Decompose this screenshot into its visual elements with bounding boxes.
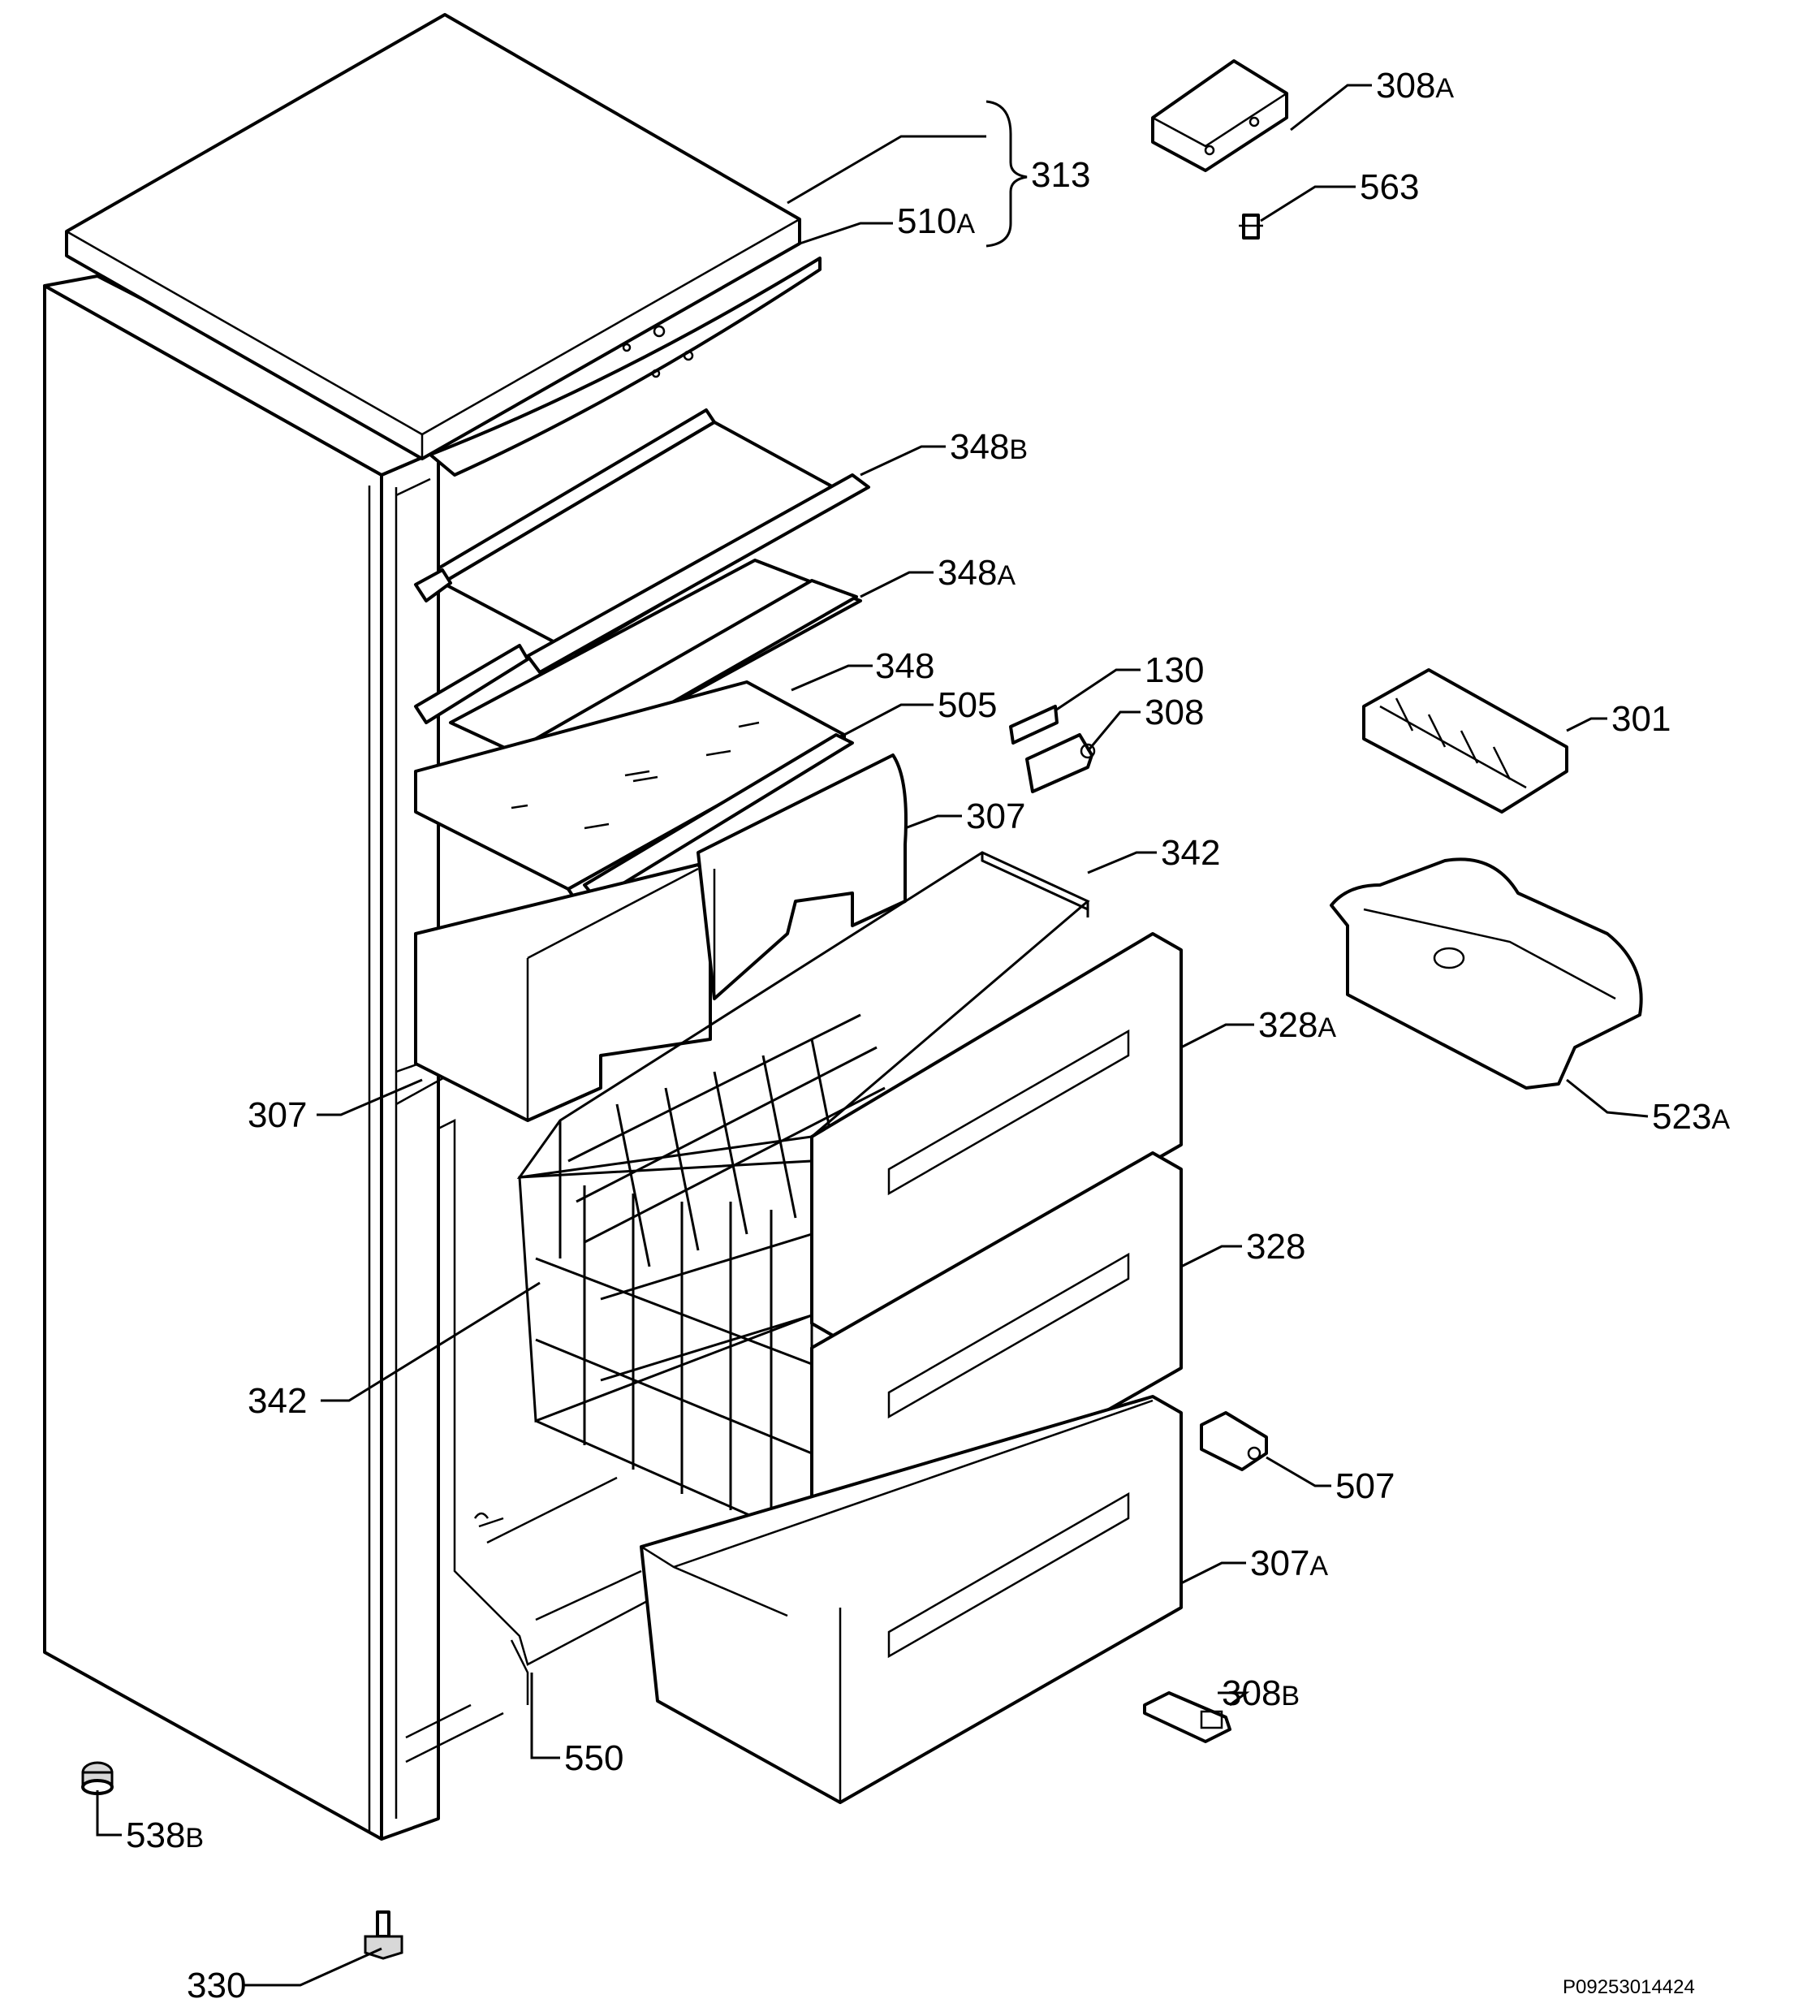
freezer-flap-left — [414, 863, 713, 1122]
callout-328: 328 — [1246, 1227, 1305, 1267]
glass-shelf-348b — [414, 408, 870, 674]
foot-538b — [81, 1761, 114, 1795]
callout-348b: 348B — [950, 427, 1028, 467]
callout-342-left: 342 — [248, 1381, 307, 1421]
leader-lines — [96, 84, 1649, 1987]
callout-130: 130 — [1145, 650, 1204, 690]
document-number: P09253014424 — [1563, 1976, 1695, 1998]
callout-328a: 328A — [1258, 1005, 1336, 1045]
callout-348a: 348A — [938, 553, 1016, 593]
drawer-front-328a — [810, 932, 1183, 1341]
callout-330: 330 — [187, 1966, 246, 2005]
callout-307a: 307A — [1250, 1543, 1328, 1583]
callout-308b: 308B — [1222, 1673, 1300, 1713]
latch-507 — [1200, 1411, 1268, 1471]
callout-563: 563 — [1360, 167, 1419, 207]
freezer-flap-right — [697, 753, 908, 1000]
top-cover — [65, 13, 822, 477]
drawer-307a — [640, 1395, 1183, 1804]
hinge-308b — [1143, 1691, 1231, 1743]
callout-505: 505 — [938, 685, 997, 725]
callout-342-top: 342 — [1161, 833, 1220, 873]
callout-348: 348 — [875, 646, 934, 686]
callout-313: 313 — [1031, 155, 1090, 195]
clip-130 — [1009, 705, 1059, 745]
wire-basket-lower — [518, 1159, 813, 1544]
hinge-308 — [1025, 733, 1096, 793]
callout-307-left: 307 — [248, 1095, 307, 1135]
callout-507: 507 — [1335, 1466, 1395, 1506]
callout-510a: 510A — [897, 201, 975, 241]
callout-308a: 308A — [1376, 66, 1454, 106]
callout-301: 301 — [1611, 699, 1671, 739]
ice-tray-301 — [1362, 668, 1568, 814]
callout-538b: 538B — [126, 1815, 204, 1855]
cabinet-body — [43, 274, 666, 1841]
callout-308: 308 — [1145, 693, 1204, 732]
screw-563 — [1239, 214, 1263, 240]
callout-523a: 523A — [1652, 1097, 1730, 1137]
callout-labels: 308A 313 510A 563 348B 348A 348 505 130 … — [126, 66, 1730, 2005]
callout-307-top: 307 — [966, 796, 1025, 836]
screw-foot-330 — [364, 1910, 403, 1960]
bracket-308a — [1151, 59, 1288, 172]
ice-bin-523a — [1330, 857, 1643, 1090]
callout-550: 550 — [564, 1738, 623, 1778]
